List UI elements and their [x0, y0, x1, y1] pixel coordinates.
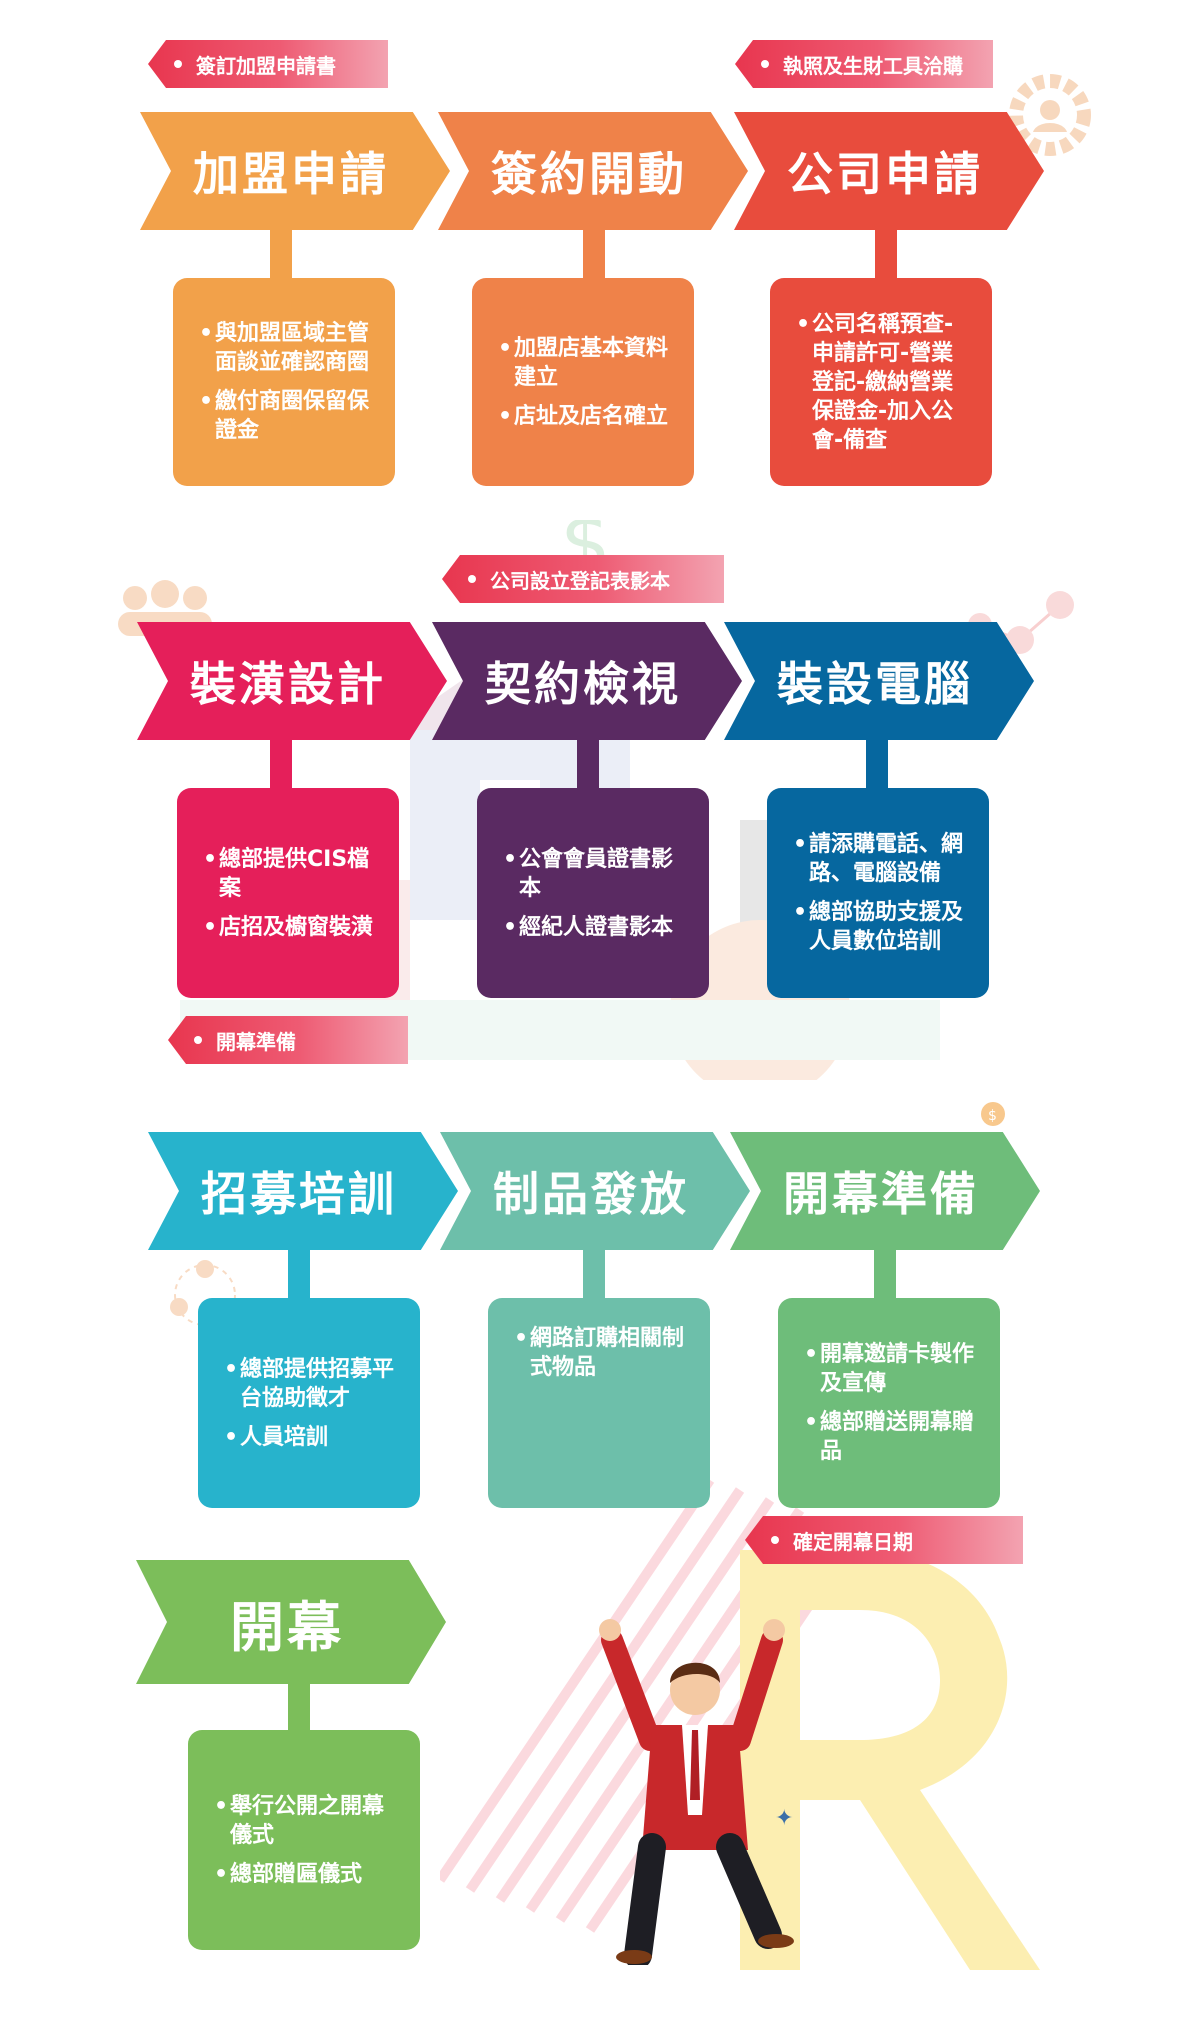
step-join-application: 加盟申請	[140, 112, 450, 230]
tag-license-procurement: 執照及生財工具洽購	[735, 40, 993, 88]
step-details: 總部提供CIS檔案店招及櫥窗裝潢	[177, 788, 399, 998]
tag-confirm-opening-date: 確定開幕日期	[745, 1516, 1023, 1564]
detail-item: 總部提供CIS檔案	[203, 845, 381, 903]
step-company-application: 公司申請	[734, 112, 1044, 230]
step-material-distribution: 制品發放	[440, 1132, 750, 1250]
tag-opening-prep: 開幕準備	[168, 1016, 408, 1064]
step-title: 招募培訓	[201, 1167, 397, 1221]
detail-item: 店址及店名確立	[498, 402, 676, 431]
detail-item: 加盟店基本資料建立	[498, 334, 676, 392]
step-title: 制品發放	[493, 1167, 689, 1221]
connector	[874, 1248, 896, 1300]
gear-person-icon	[1005, 70, 1095, 164]
detail-item: 總部協助支援及人員數位培訓	[793, 898, 971, 956]
detail-item: 開幕邀請卡製作及宣傳	[804, 1340, 982, 1398]
step-contract-start: 簽約開動	[438, 112, 748, 230]
detail-item: 網路訂購相關制式物品	[514, 1324, 692, 1382]
detail-item: 人員培訓	[224, 1423, 402, 1452]
step-recruit-train: 招募培訓	[148, 1132, 458, 1250]
step-details: 總部提供招募平台協助徵才人員培訓	[198, 1298, 420, 1508]
detail-item: 總部贈送開幕贈品	[804, 1408, 982, 1466]
step-install-computer: 裝設電腦	[724, 622, 1034, 740]
connector	[583, 1248, 605, 1300]
connector	[270, 738, 292, 790]
detail-item: 經紀人證書影本	[503, 913, 691, 942]
connector	[288, 1248, 310, 1300]
step-details: 舉行公開之開幕儀式總部贈匾儀式	[188, 1730, 420, 1950]
connector	[270, 228, 292, 280]
tag-company-registration: 公司設立登記表影本	[442, 555, 724, 603]
celebrating-man-illustration: ✦	[590, 1585, 820, 1969]
connector	[875, 228, 897, 280]
detail-item: 總部贈匾儀式	[214, 1860, 402, 1889]
step-details: 公會會員證書影本經紀人證書影本	[477, 788, 709, 998]
detail-item: 總部提供招募平台協助徵才	[224, 1355, 402, 1413]
connector	[577, 738, 599, 790]
step-grand-opening: 開幕	[136, 1560, 446, 1684]
step-details: 網路訂購相關制式物品	[488, 1298, 710, 1508]
step-details: 請添購電話、網路、電腦設備總部協助支援及人員數位培訓	[767, 788, 989, 998]
step-details: 加盟店基本資料建立店址及店名確立	[472, 278, 694, 486]
svg-text:$: $	[988, 1108, 997, 1124]
step-details: 公司名稱預查-申請許可-營業登記-繳納營業保證金-加入公會-備查	[770, 278, 992, 486]
detail-item: 請添購電話、網路、電腦設備	[793, 830, 971, 888]
step-title: 加盟申請	[193, 147, 389, 201]
connector	[288, 1682, 310, 1732]
step-opening-preparation: 開幕準備	[730, 1132, 1040, 1250]
step-title: 開幕準備	[783, 1167, 979, 1221]
detail-item: 舉行公開之開幕儀式	[214, 1792, 402, 1850]
detail-item: 公會會員證書影本	[503, 845, 691, 903]
step-details: 與加盟區域主管面談並確認商圈繳付商圈保留保證金	[173, 278, 395, 486]
step-title: 裝設電腦	[777, 657, 973, 711]
step-title: 開幕	[230, 1595, 344, 1659]
detail-item: 與加盟區域主管面談並確認商圈	[199, 319, 377, 377]
step-contract-review: 契約檢視	[432, 622, 742, 740]
detail-item: 繳付商圈保留保證金	[199, 387, 377, 445]
detail-item: 店招及櫥窗裝潢	[203, 913, 381, 942]
connector	[866, 738, 888, 790]
tag-sign-application: 簽訂加盟申請書	[148, 40, 388, 88]
step-title: 簽約開動	[491, 147, 687, 201]
step-details: 開幕邀請卡製作及宣傳總部贈送開幕贈品	[778, 1298, 1000, 1508]
connector	[583, 228, 605, 280]
svg-text:✦: ✦	[775, 1806, 793, 1831]
step-title: 契約檢視	[485, 657, 681, 711]
step-title: 裝潢設計	[190, 657, 386, 711]
detail-item: 公司名稱預查-申請許可-營業登記-繳納營業保證金-加入公會-備查	[796, 310, 974, 455]
step-title: 公司申請	[787, 147, 983, 201]
step-decoration-design: 裝潢設計	[137, 622, 447, 740]
